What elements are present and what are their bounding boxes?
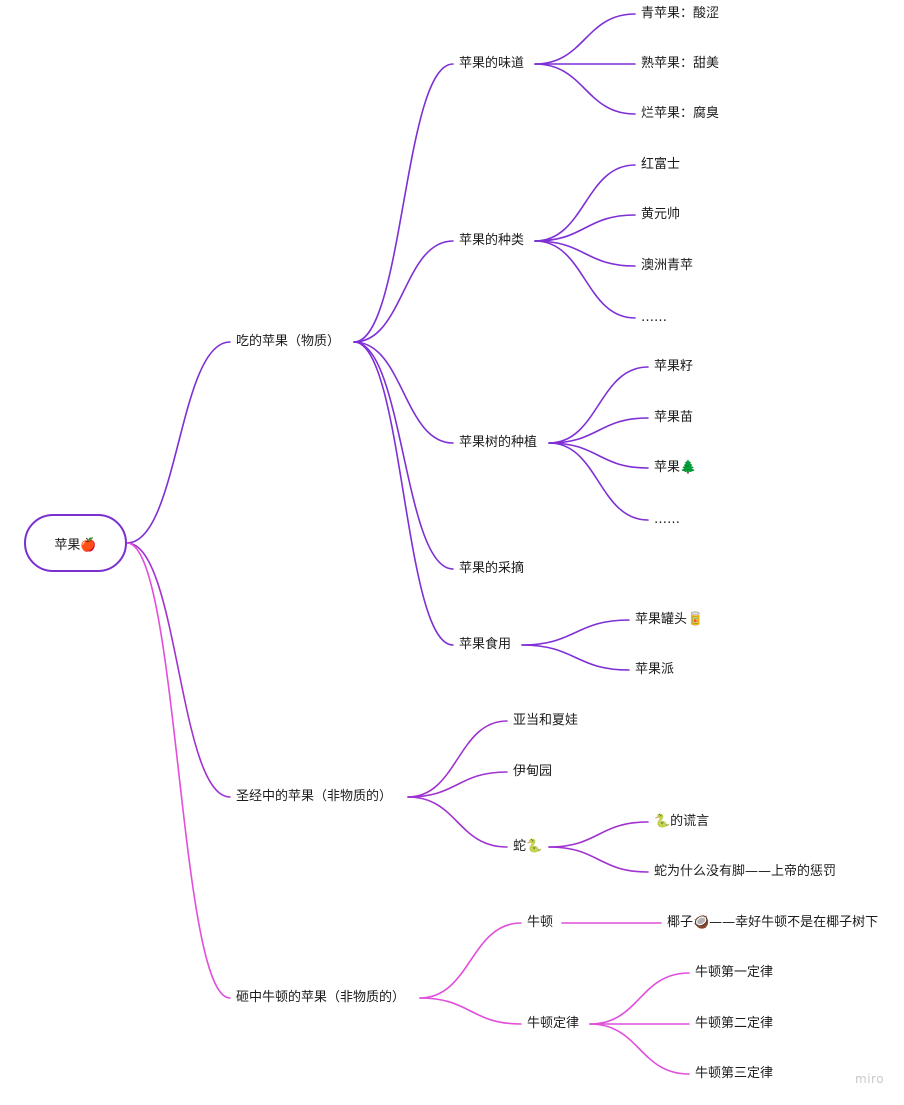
node-newton[interactable]: 牛顿 bbox=[527, 915, 554, 930]
edge-planting-leaf-3 bbox=[548, 442, 649, 521]
edge-taste-leaf-0 bbox=[534, 13, 636, 65]
leaf-canned-apple[interactable]: 苹果罐头🥫 bbox=[635, 612, 704, 627]
edge-root-newton bbox=[126, 542, 231, 999]
leaf-newton-third-law[interactable]: 牛顿第三定律 bbox=[695, 1066, 774, 1081]
branch-bible-apple[interactable]: 圣经中的苹果（非物质的） bbox=[236, 789, 393, 804]
edge-newton-0 bbox=[419, 922, 522, 999]
leaf-green-apple[interactable]: 青苹果：酸涩 bbox=[641, 6, 720, 21]
edge-varieties-leaf-1 bbox=[534, 214, 636, 242]
edge-eating-eating bbox=[353, 341, 454, 646]
leaf-granny-smith[interactable]: 澳洲青苹 bbox=[641, 258, 694, 273]
edge-eat-leaf-1 bbox=[521, 644, 630, 671]
edge-taste-leaf-2 bbox=[534, 63, 636, 115]
branch-eating-apple[interactable]: 吃的苹果（物质） bbox=[236, 334, 341, 349]
edge-laws-leaf-2 bbox=[589, 1023, 690, 1075]
edge-bible-2 bbox=[407, 796, 508, 848]
edge-root-eating bbox=[126, 341, 231, 544]
node-eden[interactable]: 伊甸园 bbox=[513, 764, 553, 779]
leaf-fuji[interactable]: 红富士 bbox=[641, 157, 681, 172]
edge-root-bible bbox=[126, 542, 231, 798]
edge-newton-1 bbox=[419, 997, 522, 1025]
leaf-coconut[interactable]: 椰子🥥——幸好牛顿不是在椰子树下 bbox=[667, 915, 879, 930]
edge-planting-leaf-1 bbox=[548, 417, 649, 444]
node-apple-picking[interactable]: 苹果的采摘 bbox=[459, 561, 525, 576]
edge-eating-picking bbox=[353, 341, 454, 570]
leaf-newton-second-law[interactable]: 牛顿第二定律 bbox=[695, 1016, 774, 1031]
leaf-apple-seed[interactable]: 苹果籽 bbox=[654, 359, 694, 374]
leaf-planting-more[interactable]: …… bbox=[654, 512, 680, 527]
root-label: 苹果🍎 bbox=[54, 537, 97, 553]
leaf-ripe-apple[interactable]: 熟苹果：甜美 bbox=[641, 56, 720, 71]
edge-bible-1 bbox=[407, 771, 508, 798]
edge-varieties-leaf-3 bbox=[534, 240, 636, 319]
edge-planting-leaf-0 bbox=[548, 366, 649, 444]
node-apple-varieties[interactable]: 苹果的种类 bbox=[459, 233, 525, 248]
edge-eat-leaf-0 bbox=[521, 619, 630, 646]
leaf-golden[interactable]: 黄元帅 bbox=[641, 207, 681, 222]
edge-bible-0 bbox=[407, 720, 508, 798]
leaf-snake-no-legs[interactable]: 蛇为什么没有脚——上帝的惩罚 bbox=[654, 864, 837, 879]
leaf-apple-pie[interactable]: 苹果派 bbox=[635, 662, 675, 677]
edge-planting-leaf-2 bbox=[548, 442, 649, 469]
leaf-apple-seedling[interactable]: 苹果苗 bbox=[654, 410, 694, 425]
node-apple-tree-planting[interactable]: 苹果树的种植 bbox=[459, 435, 538, 450]
leaf-apple-tree[interactable]: 苹果🌲 bbox=[654, 460, 697, 475]
edge-eating-varieties bbox=[353, 240, 454, 343]
node-newton-laws[interactable]: 牛顿定律 bbox=[527, 1016, 580, 1031]
leaf-snake-lie[interactable]: 🐍的谎言 bbox=[654, 814, 710, 829]
node-snake[interactable]: 蛇🐍 bbox=[513, 839, 543, 854]
edge-varieties-leaf-2 bbox=[534, 240, 636, 267]
edge-varieties-leaf-0 bbox=[534, 164, 636, 242]
edge-laws-leaf-0 bbox=[589, 972, 690, 1025]
leaf-newton-first-law[interactable]: 牛顿第一定律 bbox=[695, 965, 774, 980]
root-node[interactable]: 苹果🍎 bbox=[24, 514, 127, 572]
leaf-varieties-more[interactable]: …… bbox=[641, 310, 667, 325]
node-apple-taste[interactable]: 苹果的味道 bbox=[459, 56, 525, 71]
edge-eating-planting bbox=[353, 341, 454, 444]
edge-eating-taste bbox=[353, 63, 454, 343]
miro-watermark: miro bbox=[855, 1072, 885, 1086]
edge-snake-leaf-0 bbox=[548, 821, 649, 848]
branch-newton-apple[interactable]: 砸中牛顿的苹果（非物质的） bbox=[236, 990, 406, 1005]
node-adam-eve[interactable]: 亚当和夏娃 bbox=[513, 713, 579, 728]
leaf-rotten-apple[interactable]: 烂苹果：腐臭 bbox=[641, 106, 720, 121]
edge-snake-leaf-1 bbox=[548, 846, 649, 873]
node-apple-eating[interactable]: 苹果食用 bbox=[459, 637, 512, 652]
